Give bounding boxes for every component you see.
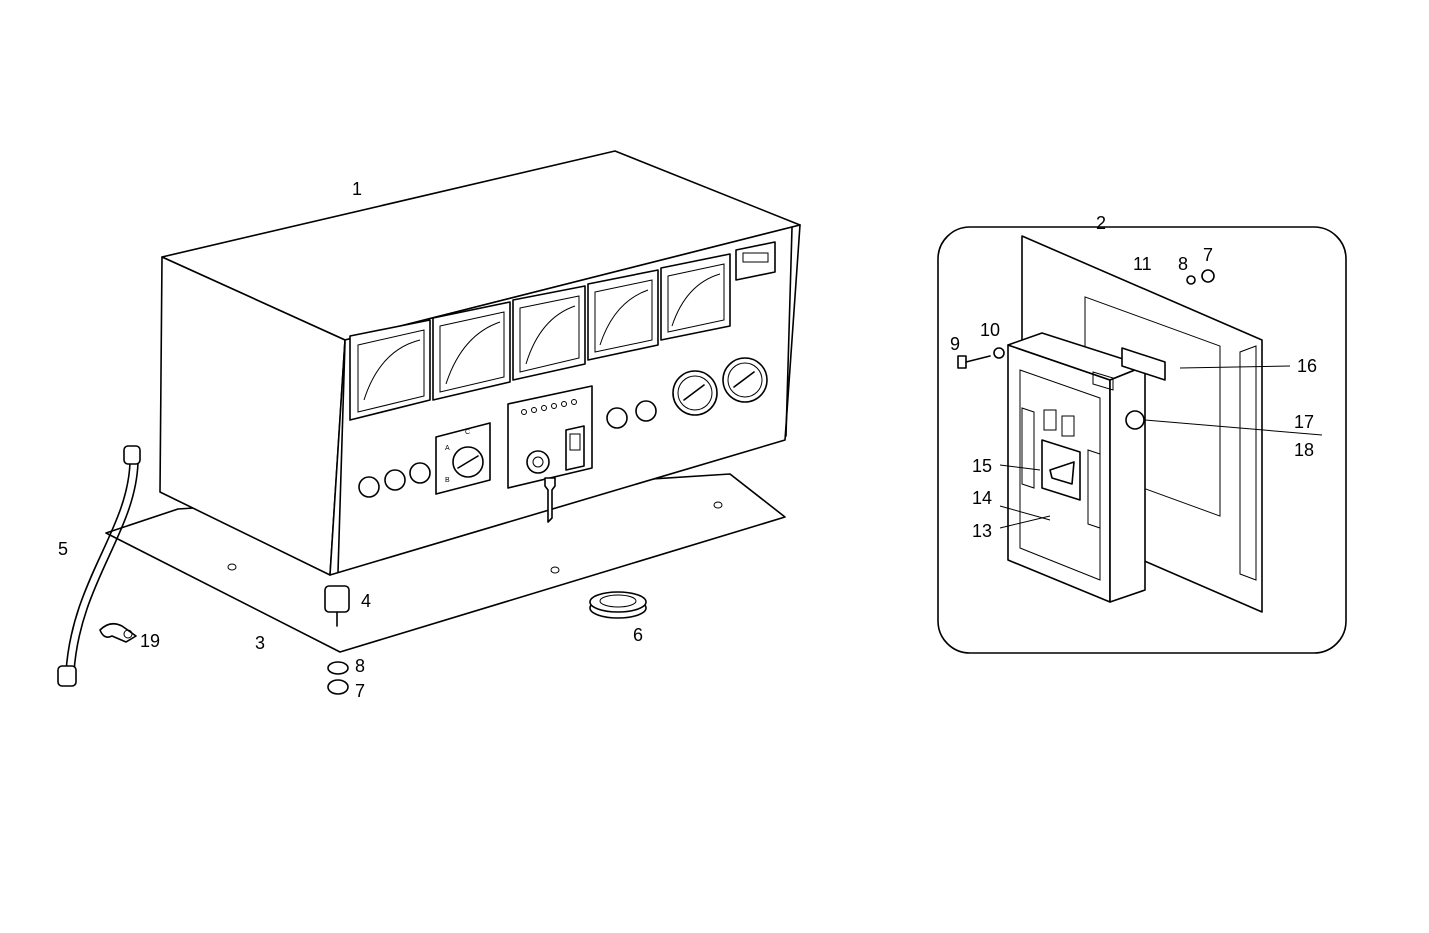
foot-mount <box>324 585 350 627</box>
round-gauge <box>672 370 718 416</box>
round-gauge <box>722 357 768 403</box>
cable-clamp <box>99 622 137 643</box>
callout-5: 5 <box>58 539 68 559</box>
ground-cable <box>57 445 141 687</box>
key-switch-panel <box>507 385 593 523</box>
breaker-detail-assembly <box>937 226 1347 654</box>
callout-10: 10 <box>980 320 1000 340</box>
callout-7-left: 7 <box>355 681 365 701</box>
callout-16: 16 <box>1297 356 1317 376</box>
nut <box>327 679 349 695</box>
washer <box>1186 275 1196 285</box>
callout-14: 14 <box>972 488 992 508</box>
meter-3 <box>512 285 586 381</box>
callout-6: 6 <box>633 625 643 645</box>
meter-1 <box>349 319 431 421</box>
callouts: 1 2 3 4 5 6 7 8 19 11 8 7 9 10 16 17 18 … <box>58 179 1317 701</box>
callout-3: 3 <box>255 633 265 653</box>
push-button <box>606 407 628 429</box>
meter-2 <box>432 301 511 401</box>
base-hole <box>227 563 237 571</box>
callout-18: 18 <box>1294 440 1314 460</box>
push-button <box>1125 410 1145 430</box>
callout-2: 2 <box>1096 213 1106 233</box>
callout-19: 19 <box>140 631 160 651</box>
hour-counter <box>735 241 776 281</box>
callout-17: 17 <box>1294 412 1314 432</box>
nut <box>1201 269 1215 283</box>
callout-1: 1 <box>352 179 362 199</box>
screw <box>957 355 991 369</box>
washer <box>327 661 349 675</box>
callout-13: 13 <box>972 521 992 541</box>
detail-frame <box>937 226 1347 654</box>
svg-text:C: C <box>465 429 470 436</box>
push-button <box>358 476 380 498</box>
push-button <box>635 400 657 422</box>
callout-15: 15 <box>972 456 992 476</box>
callout-9: 9 <box>950 334 960 354</box>
grommet <box>589 591 647 619</box>
callout-8-right: 8 <box>1178 254 1188 274</box>
svg-text:A: A <box>445 445 450 452</box>
push-button <box>409 462 431 484</box>
base-hole <box>713 501 723 509</box>
callout-11: 11 <box>1133 254 1152 274</box>
control-panel-assembly: A C B <box>57 150 801 695</box>
svg-text:B: B <box>445 477 450 484</box>
callout-8-left: 8 <box>355 656 365 676</box>
base-hole <box>550 566 560 574</box>
meter-5 <box>660 253 731 341</box>
selector-switch: A C B <box>435 422 491 495</box>
washer <box>993 347 1005 359</box>
meter-4 <box>587 269 659 361</box>
callout-4: 4 <box>361 591 371 611</box>
callout-7-right: 7 <box>1203 245 1213 265</box>
push-button <box>384 469 406 491</box>
